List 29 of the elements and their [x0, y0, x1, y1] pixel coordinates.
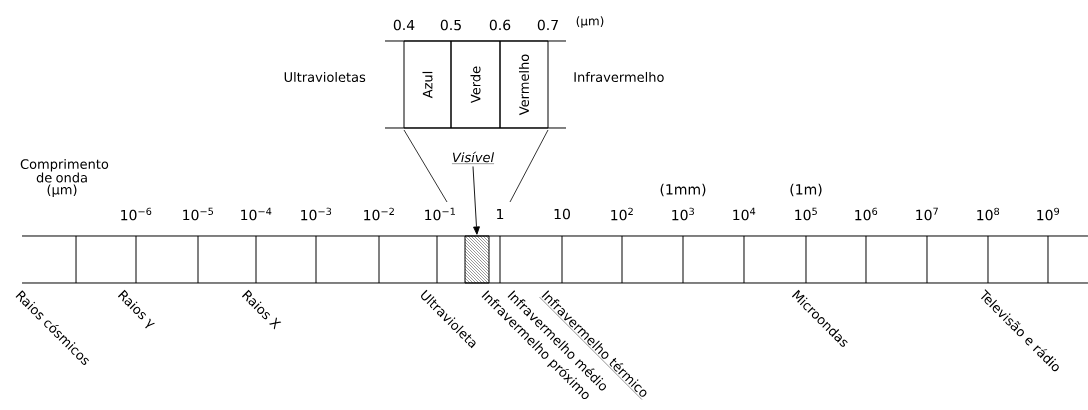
- arrow: [472, 166, 480, 235]
- region-label: Ultravioletas: [284, 71, 366, 83]
- tick-label: 10$^{−1}$: [425, 207, 455, 221]
- tick-label: 1: [497, 208, 504, 220]
- scale-note: (1mm): [660, 183, 706, 197]
- tick-label: 10$^{7}$: [916, 207, 938, 221]
- region-label: Infravermelho: [574, 71, 664, 83]
- hatched-band: [464, 235, 490, 284]
- tick-label: 10$^{−4}$: [241, 207, 272, 221]
- scale-value: 0.4: [393, 19, 415, 31]
- caption-text: Visível: [451, 151, 495, 164]
- scale-value: 0.7: [537, 19, 558, 31]
- scale-note: (1m): [790, 183, 822, 197]
- tick-label: 10$^{5}$: [795, 207, 817, 221]
- scale-value: 0.5: [440, 19, 461, 31]
- axis-title: Comprimento de onda (µm): [20, 158, 109, 198]
- unit-label: (µm): [576, 16, 604, 28]
- tick-label: 10$^{3}$: [672, 207, 694, 221]
- tick-label: 10$^{4}$: [733, 207, 756, 221]
- tick-label: 10$^{8}$: [977, 207, 1000, 221]
- tick-label: 10$^{9}$: [1037, 207, 1060, 221]
- tick-label: 10$^{6}$: [855, 207, 878, 221]
- tick-label: 10$^{−6}$: [121, 207, 152, 221]
- scale-value: 0.6: [489, 19, 511, 31]
- tick-label: 10$^{−3}$: [301, 207, 332, 221]
- tick-label: 10: [554, 208, 570, 220]
- tick-label: 10$^{−5}$: [183, 207, 214, 221]
- tick-label: 10$^{2}$: [611, 207, 633, 221]
- tick-label: 10$^{−2}$: [364, 207, 394, 221]
